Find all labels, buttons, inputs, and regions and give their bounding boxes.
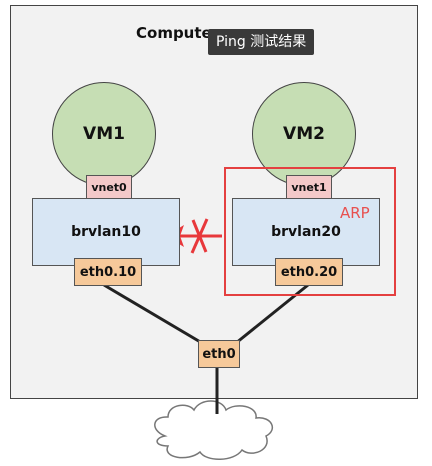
vnet0-port: vnet0 bbox=[86, 175, 132, 199]
bridge-brvlan10: brvlan10 bbox=[32, 198, 180, 266]
link-eth010-eth0 bbox=[103, 283, 203, 345]
arp-label: ARP bbox=[340, 204, 370, 222]
tooltip: Ping 测试结果 bbox=[208, 29, 315, 55]
network-cloud-icon bbox=[154, 400, 274, 460]
eth020-port: eth0.20 bbox=[275, 258, 343, 286]
vm1-circle: VM1 bbox=[52, 82, 156, 186]
arp-highlight-box bbox=[224, 167, 396, 296]
blocked-x-mark-b bbox=[190, 218, 209, 254]
eth010-port: eth0.10 bbox=[74, 258, 142, 286]
compute-label: Compute bbox=[136, 24, 212, 42]
eth0-port: eth0 bbox=[198, 340, 240, 368]
vnet1-port: vnet1 bbox=[286, 175, 332, 199]
